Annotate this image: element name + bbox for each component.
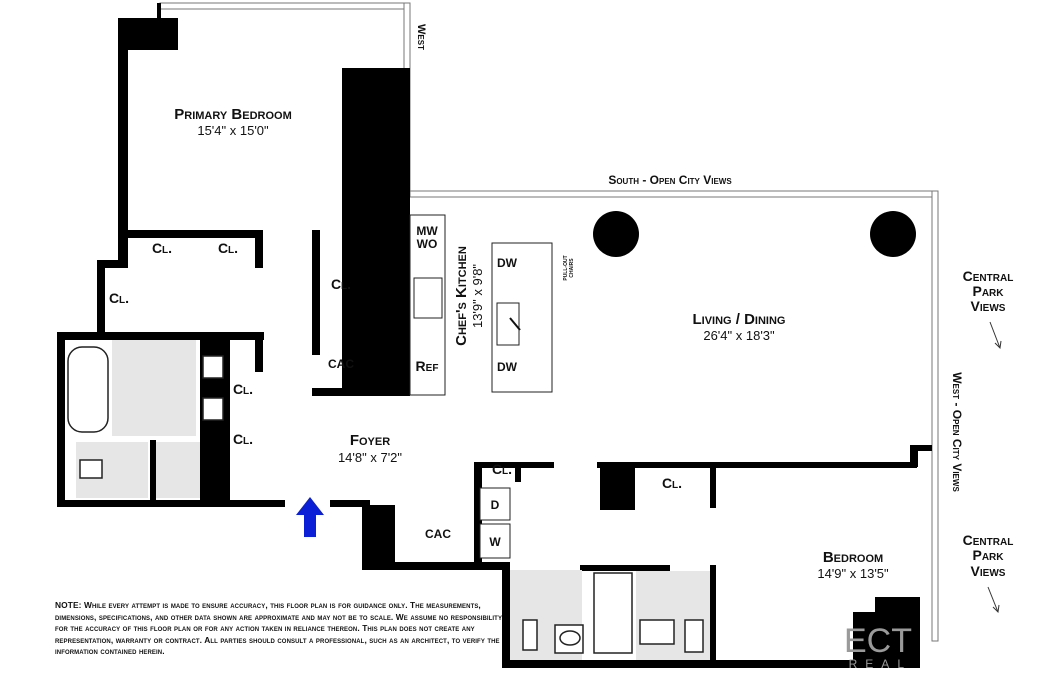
central-park-label: Views xyxy=(971,563,1006,579)
watermark-logo: ECT xyxy=(844,622,912,660)
west-exposure-label: West xyxy=(415,24,427,50)
wall-oven-label: WO xyxy=(417,237,438,251)
primary-bedroom-dims: 15'4" x 15'0" xyxy=(197,123,269,138)
closet-label: Cl. xyxy=(218,240,238,256)
closet-label: Cl. xyxy=(233,431,253,447)
bedroom-dims: 14'9" x 13'5" xyxy=(817,566,889,581)
south-exposure-label: South - Open City Views xyxy=(608,173,732,187)
closet-label: Cl. xyxy=(233,381,253,397)
column-2 xyxy=(870,211,916,257)
fixtures xyxy=(67,214,704,654)
west-side-exposure-label: West - Open City Views xyxy=(950,372,964,492)
view-arrows xyxy=(987,321,1002,614)
dishwasher-label: DW xyxy=(497,256,518,270)
column-1 xyxy=(593,211,639,257)
kitchen-label: Chef's Kitchen xyxy=(453,246,470,346)
foyer-label: Foyer xyxy=(350,432,390,449)
pullout-chairs-label: PULL-OUT xyxy=(563,255,569,280)
central-park-label: Views xyxy=(971,298,1006,314)
refrigerator-label: Ref xyxy=(416,358,439,374)
bedroom-label: Bedroom xyxy=(823,549,883,566)
central-park-label: Central xyxy=(963,532,1014,548)
bathroom-tiles xyxy=(76,340,710,660)
living-dining-dims: 26'4" x 18'3" xyxy=(703,328,775,343)
entrance-arrow xyxy=(296,497,324,537)
closet-label: Cl. xyxy=(331,276,351,292)
closet-label: Cl. xyxy=(152,240,172,256)
closet-label: Cl. xyxy=(109,290,129,306)
dryer-label: D xyxy=(491,498,500,512)
living-dining-label: Living / Dining xyxy=(692,311,785,328)
central-park-label: Park xyxy=(972,547,1004,563)
primary-bedroom-label: Primary Bedroom xyxy=(174,106,291,123)
pullout-chairs-label: CHAIRS xyxy=(569,258,575,278)
washer-label: W xyxy=(489,535,501,549)
cac-label: CAC xyxy=(328,357,354,371)
disclaimer-note: NOTE: While every attempt is made to ens… xyxy=(55,600,503,657)
microwave-label: MW xyxy=(416,224,438,238)
cac-label: CAC xyxy=(425,527,451,541)
closet-label: Cl. xyxy=(492,461,512,477)
kitchen-dims: 13'9" x 9'8" xyxy=(470,264,485,328)
central-park-label: Central xyxy=(963,268,1014,284)
foyer-dims: 14'8" x 7'2" xyxy=(338,450,402,465)
watermark-logo: REAL xyxy=(849,657,912,671)
closet-label: Cl. xyxy=(662,475,682,491)
dishwasher-label: DW xyxy=(497,360,518,374)
central-park-label: Park xyxy=(972,283,1004,299)
